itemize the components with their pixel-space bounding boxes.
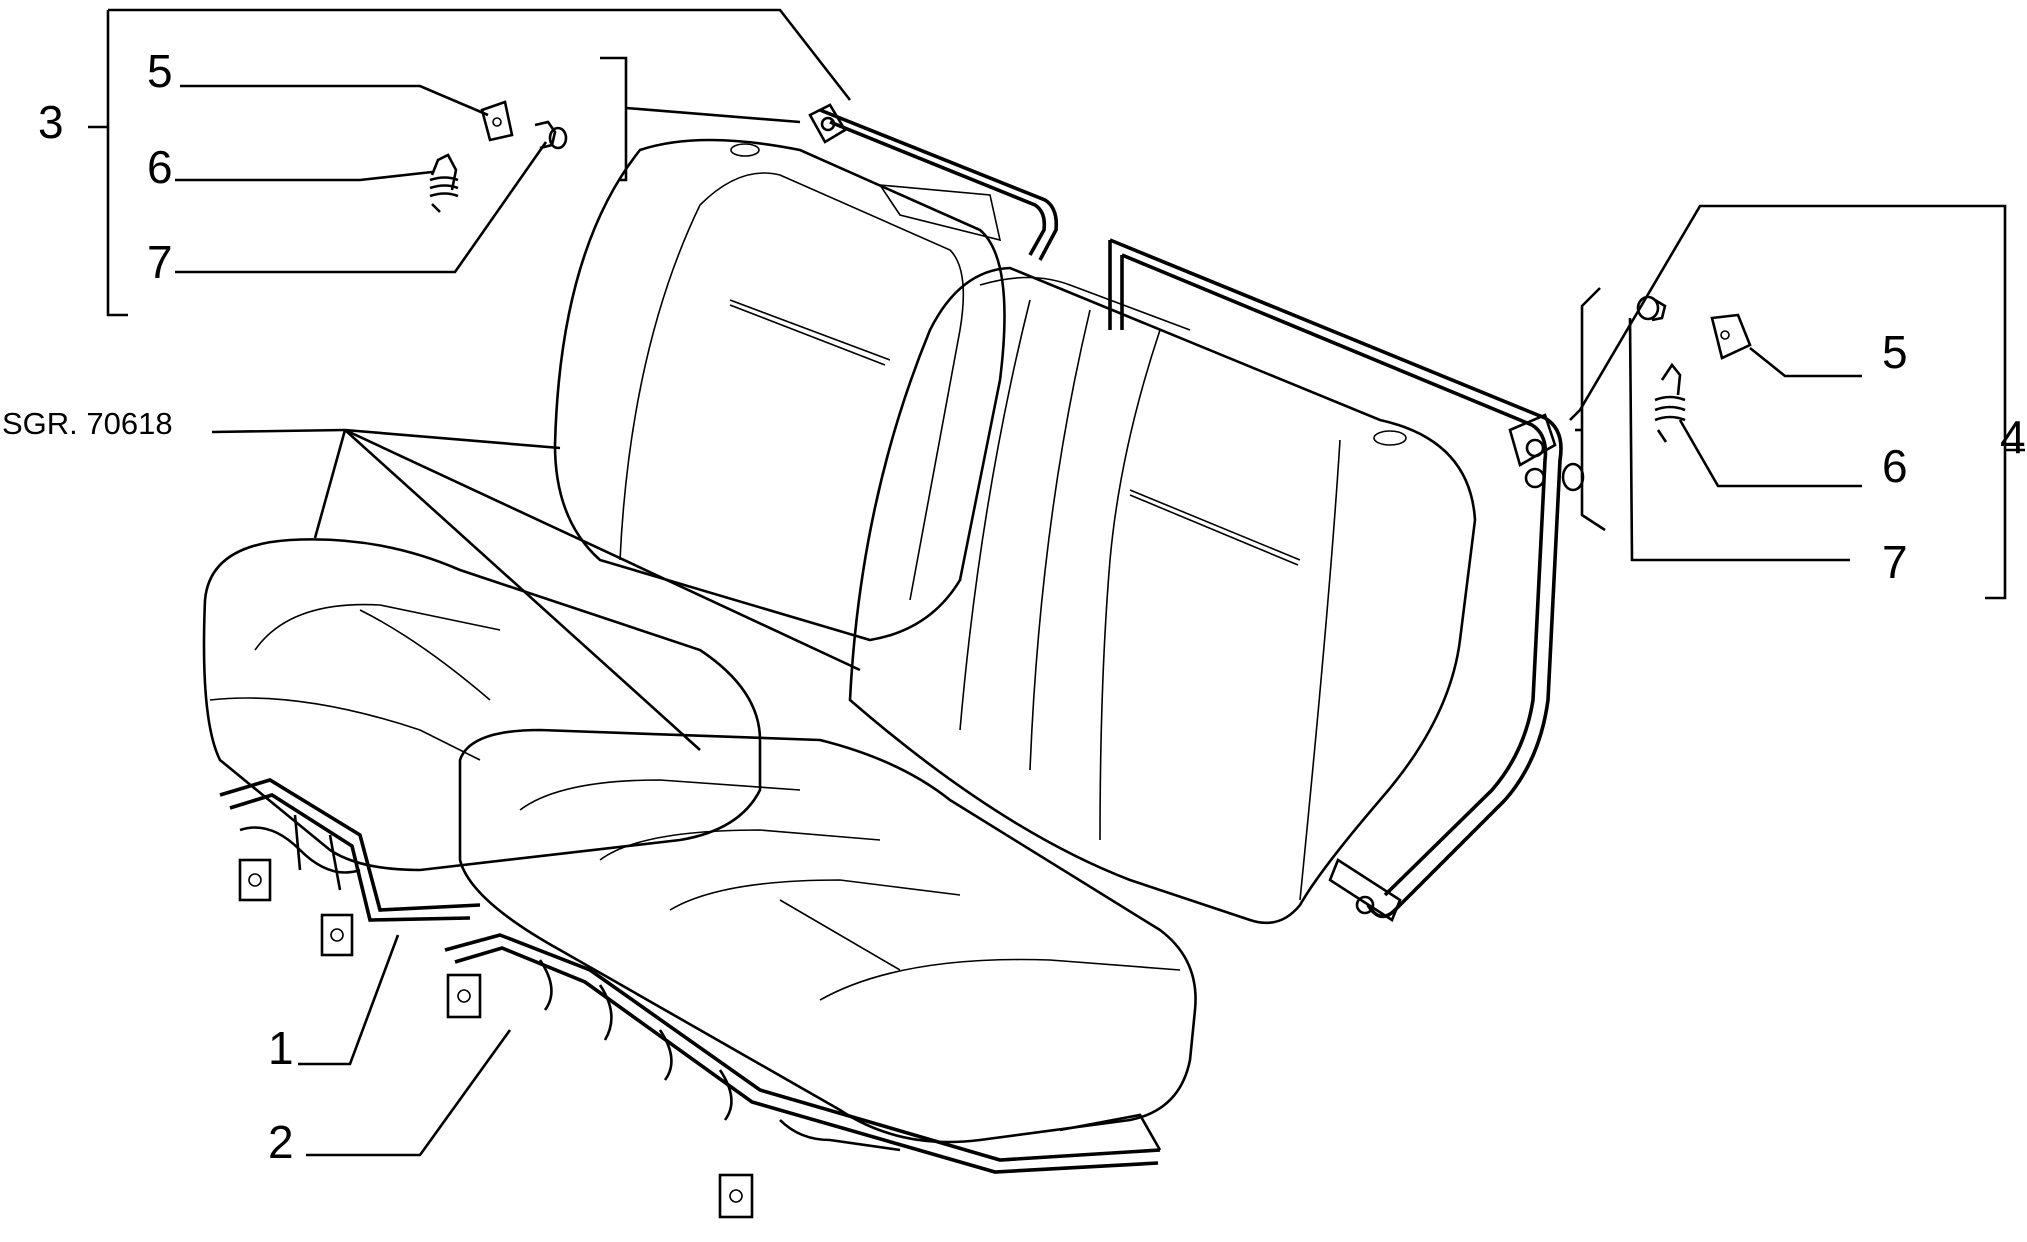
- bracket-part-icon: [480, 100, 514, 142]
- callout-group-3: 3: [38, 96, 64, 148]
- left-backrest-cushion: [553, 138, 1006, 642]
- right-backrest-frame: [1108, 238, 1585, 922]
- right-backrest-cushion: [848, 266, 1477, 925]
- reference-code: SGR. 70618: [2, 406, 173, 441]
- frame-leaders: [298, 934, 512, 1157]
- bracket-part-icon-right: [1710, 313, 1752, 360]
- callout-left-5: 5: [147, 45, 173, 97]
- right-cushion-frame: [444, 933, 1162, 1219]
- hardware-group-right: [1569, 204, 2025, 600]
- spring-part-icon: [429, 153, 459, 213]
- callout-frame-2: 2: [268, 1116, 294, 1168]
- left-backrest-frame: [808, 103, 1059, 261]
- callout-group-4: 4: [2000, 411, 2026, 463]
- spring-part-icon-right: [1654, 362, 1686, 443]
- pin-part-icon-right: [1636, 295, 1667, 322]
- callout-left-6: 6: [147, 141, 173, 193]
- hardware-group-left: [88, 8, 852, 317]
- callout-frame-1: 1: [268, 1022, 294, 1074]
- right-seat-cushion: [458, 728, 1197, 1144]
- callout-right-5: 5: [1882, 326, 1908, 378]
- left-cushion-frame: [219, 778, 481, 957]
- reference-leaders: [211, 428, 861, 751]
- labels: 3 5 6 7 SGR. 70618 5 6 7 4 1 2: [2, 45, 2026, 1168]
- callout-left-7: 7: [147, 236, 173, 288]
- callout-right-7: 7: [1882, 536, 1908, 588]
- callout-right-6: 6: [1882, 440, 1908, 492]
- pin-part-icon: [534, 120, 568, 150]
- left-seat-cushion: [202, 538, 762, 872]
